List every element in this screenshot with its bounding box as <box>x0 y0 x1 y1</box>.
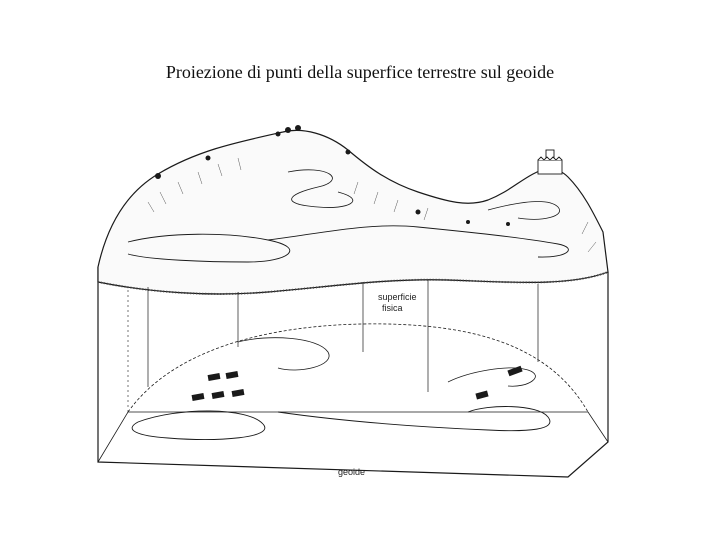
trees <box>155 125 510 226</box>
geoid-surface <box>127 323 589 440</box>
label-surface-line1: superficie <box>378 292 417 302</box>
projection-lines <box>147 280 539 392</box>
physical-surface <box>97 129 609 295</box>
castle-icon <box>537 149 563 175</box>
label-surface-line2: fisica <box>382 303 403 313</box>
terrain-projection-diagram: superficie fisica geoide <box>88 112 618 484</box>
label-geoid: geoide <box>338 467 365 477</box>
slide-title: Proiezione di punti della superfice terr… <box>165 62 555 82</box>
block-frame <box>97 267 609 478</box>
terrain-block-illustration: superficie fisica geoide <box>97 125 609 478</box>
